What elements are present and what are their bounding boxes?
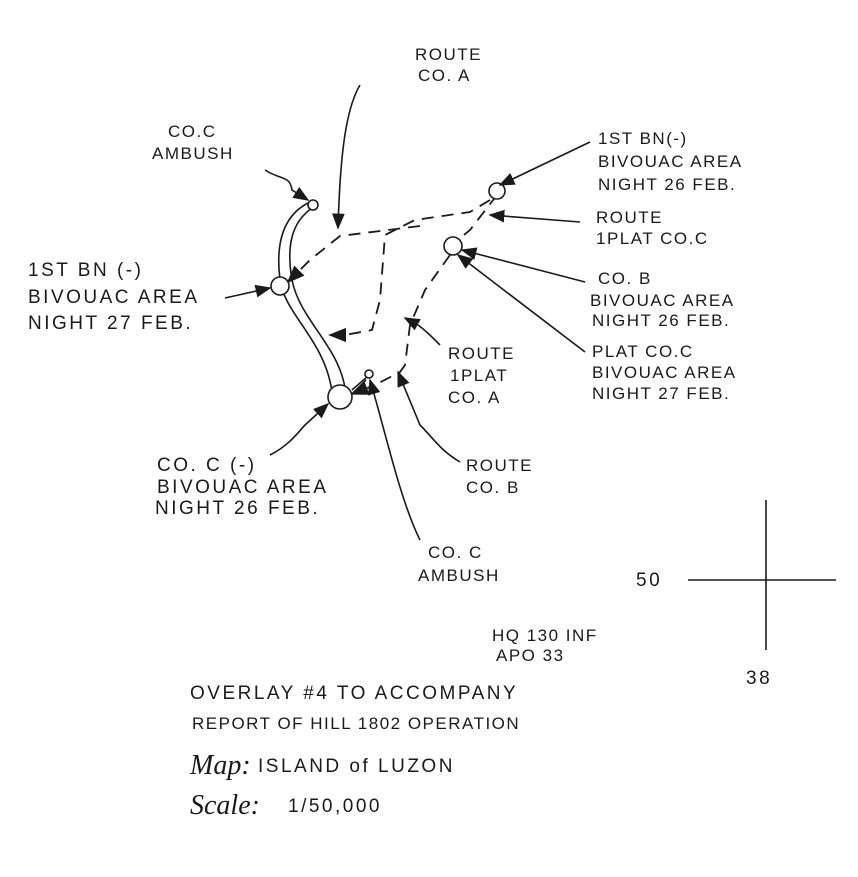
svg-text:CO. A: CO. A [448, 388, 501, 407]
label-bn-bivouac-27: 1ST BN (-) BIVOUAC AREA NIGHT 27 FEB. [28, 260, 200, 334]
svg-text:CO. C: CO. C [428, 543, 483, 562]
svg-text:HQ 130 INF: HQ 130 INF [492, 626, 598, 645]
svg-text:NIGHT 26 FEB.: NIGHT 26 FEB. [592, 311, 730, 330]
node-ambush-top [307, 199, 319, 211]
svg-text:CO. B: CO. B [598, 269, 652, 288]
svg-text:CO. A: CO. A [418, 66, 471, 85]
svg-text:ROUTE: ROUTE [448, 344, 515, 363]
svg-text:NIGHT 26 FEB.: NIGHT 26 FEB. [598, 175, 736, 194]
map-value: ISLAND of LUZON [258, 756, 455, 777]
map-label: Map: [189, 750, 251, 781]
svg-text:AMBUSH: AMBUSH [418, 566, 500, 585]
label-route-1plat-co-a: ROUTE 1PLAT CO. A [448, 344, 515, 407]
node-bn-27 [270, 276, 290, 296]
svg-text:AMBUSH: AMBUSH [152, 144, 234, 163]
svg-text:CO.C: CO.C [168, 122, 217, 141]
svg-text:1PLAT: 1PLAT [450, 366, 508, 385]
label-co-c-minus-bivouac: CO. C (-) BIVOUAC AREA NIGHT 26 FEB. [155, 455, 329, 519]
grid-easting: 50 [636, 570, 662, 591]
title-block: OVERLAY #4 TO ACCOMPANY REPORT OF HILL 1… [189, 683, 520, 821]
label-co-c-ambush-bottom: CO. C AMBUSH [418, 543, 500, 585]
svg-text:CO. B: CO. B [466, 478, 520, 497]
svg-text:NIGHT 27 FEB.: NIGHT 27 FEB. [28, 313, 193, 334]
svg-text:APO 33: APO 33 [496, 646, 565, 665]
grid-reference: 50 38 [636, 500, 836, 689]
svg-text:ROUTE: ROUTE [415, 45, 482, 64]
node-bn-26 [488, 182, 506, 200]
label-plat-co-c-bivouac: PLAT CO.C BIVOUAC AREA NIGHT 27 FEB. [592, 342, 737, 403]
svg-text:1ST BN(-): 1ST BN(-) [598, 129, 688, 148]
route-lines [286, 194, 498, 395]
label-co-c-ambush-top: CO.C AMBUSH [152, 122, 234, 163]
node-ambush-bottom [364, 369, 374, 379]
bivouac-nodes [270, 182, 506, 410]
svg-text:PLAT CO.C: PLAT CO.C [592, 342, 694, 361]
node-co-c [327, 384, 353, 410]
scale-label: Scale: [190, 790, 260, 821]
svg-text:BIVOUAC AREA: BIVOUAC AREA [598, 152, 743, 171]
svg-text:1PLAT CO.C: 1PLAT CO.C [596, 229, 709, 248]
svg-text:BIVOUAC AREA: BIVOUAC AREA [592, 363, 737, 382]
svg-text:BIVOUAC AREA: BIVOUAC AREA [590, 291, 735, 310]
label-co-b-bivouac: CO. B BIVOUAC AREA NIGHT 26 FEB. [590, 269, 735, 330]
node-co-b [443, 236, 463, 256]
svg-text:BIVOUAC AREA: BIVOUAC AREA [157, 477, 329, 498]
svg-text:NIGHT 26 FEB.: NIGHT 26 FEB. [155, 498, 320, 519]
svg-text:CO. C (-): CO. C (-) [157, 455, 257, 476]
label-bn-bivouac-26: 1ST BN(-) BIVOUAC AREA NIGHT 26 FEB. [598, 129, 743, 194]
title-line-1: OVERLAY #4 TO ACCOMPANY [190, 683, 518, 704]
scale-value: 1/50,000 [288, 796, 382, 817]
title-line-2: REPORT OF HILL 1802 OPERATION [192, 714, 520, 733]
grid-northing: 38 [746, 668, 772, 689]
label-route-co-b: ROUTE CO. B [466, 456, 533, 497]
svg-text:ROUTE: ROUTE [596, 208, 663, 227]
main-trail [277, 202, 369, 397]
svg-text:1ST BN (-): 1ST BN (-) [28, 260, 143, 281]
leader-lines [224, 84, 591, 541]
label-route-1plat-co-c: ROUTE 1PLAT CO.C [596, 208, 709, 248]
svg-text:ROUTE: ROUTE [466, 456, 533, 475]
label-route-co-a: ROUTE CO. A [415, 45, 482, 85]
svg-text:NIGHT 27 FEB.: NIGHT 27 FEB. [592, 384, 730, 403]
hq-block: HQ 130 INF APO 33 [492, 626, 598, 665]
svg-text:BIVOUAC AREA: BIVOUAC AREA [28, 287, 200, 308]
